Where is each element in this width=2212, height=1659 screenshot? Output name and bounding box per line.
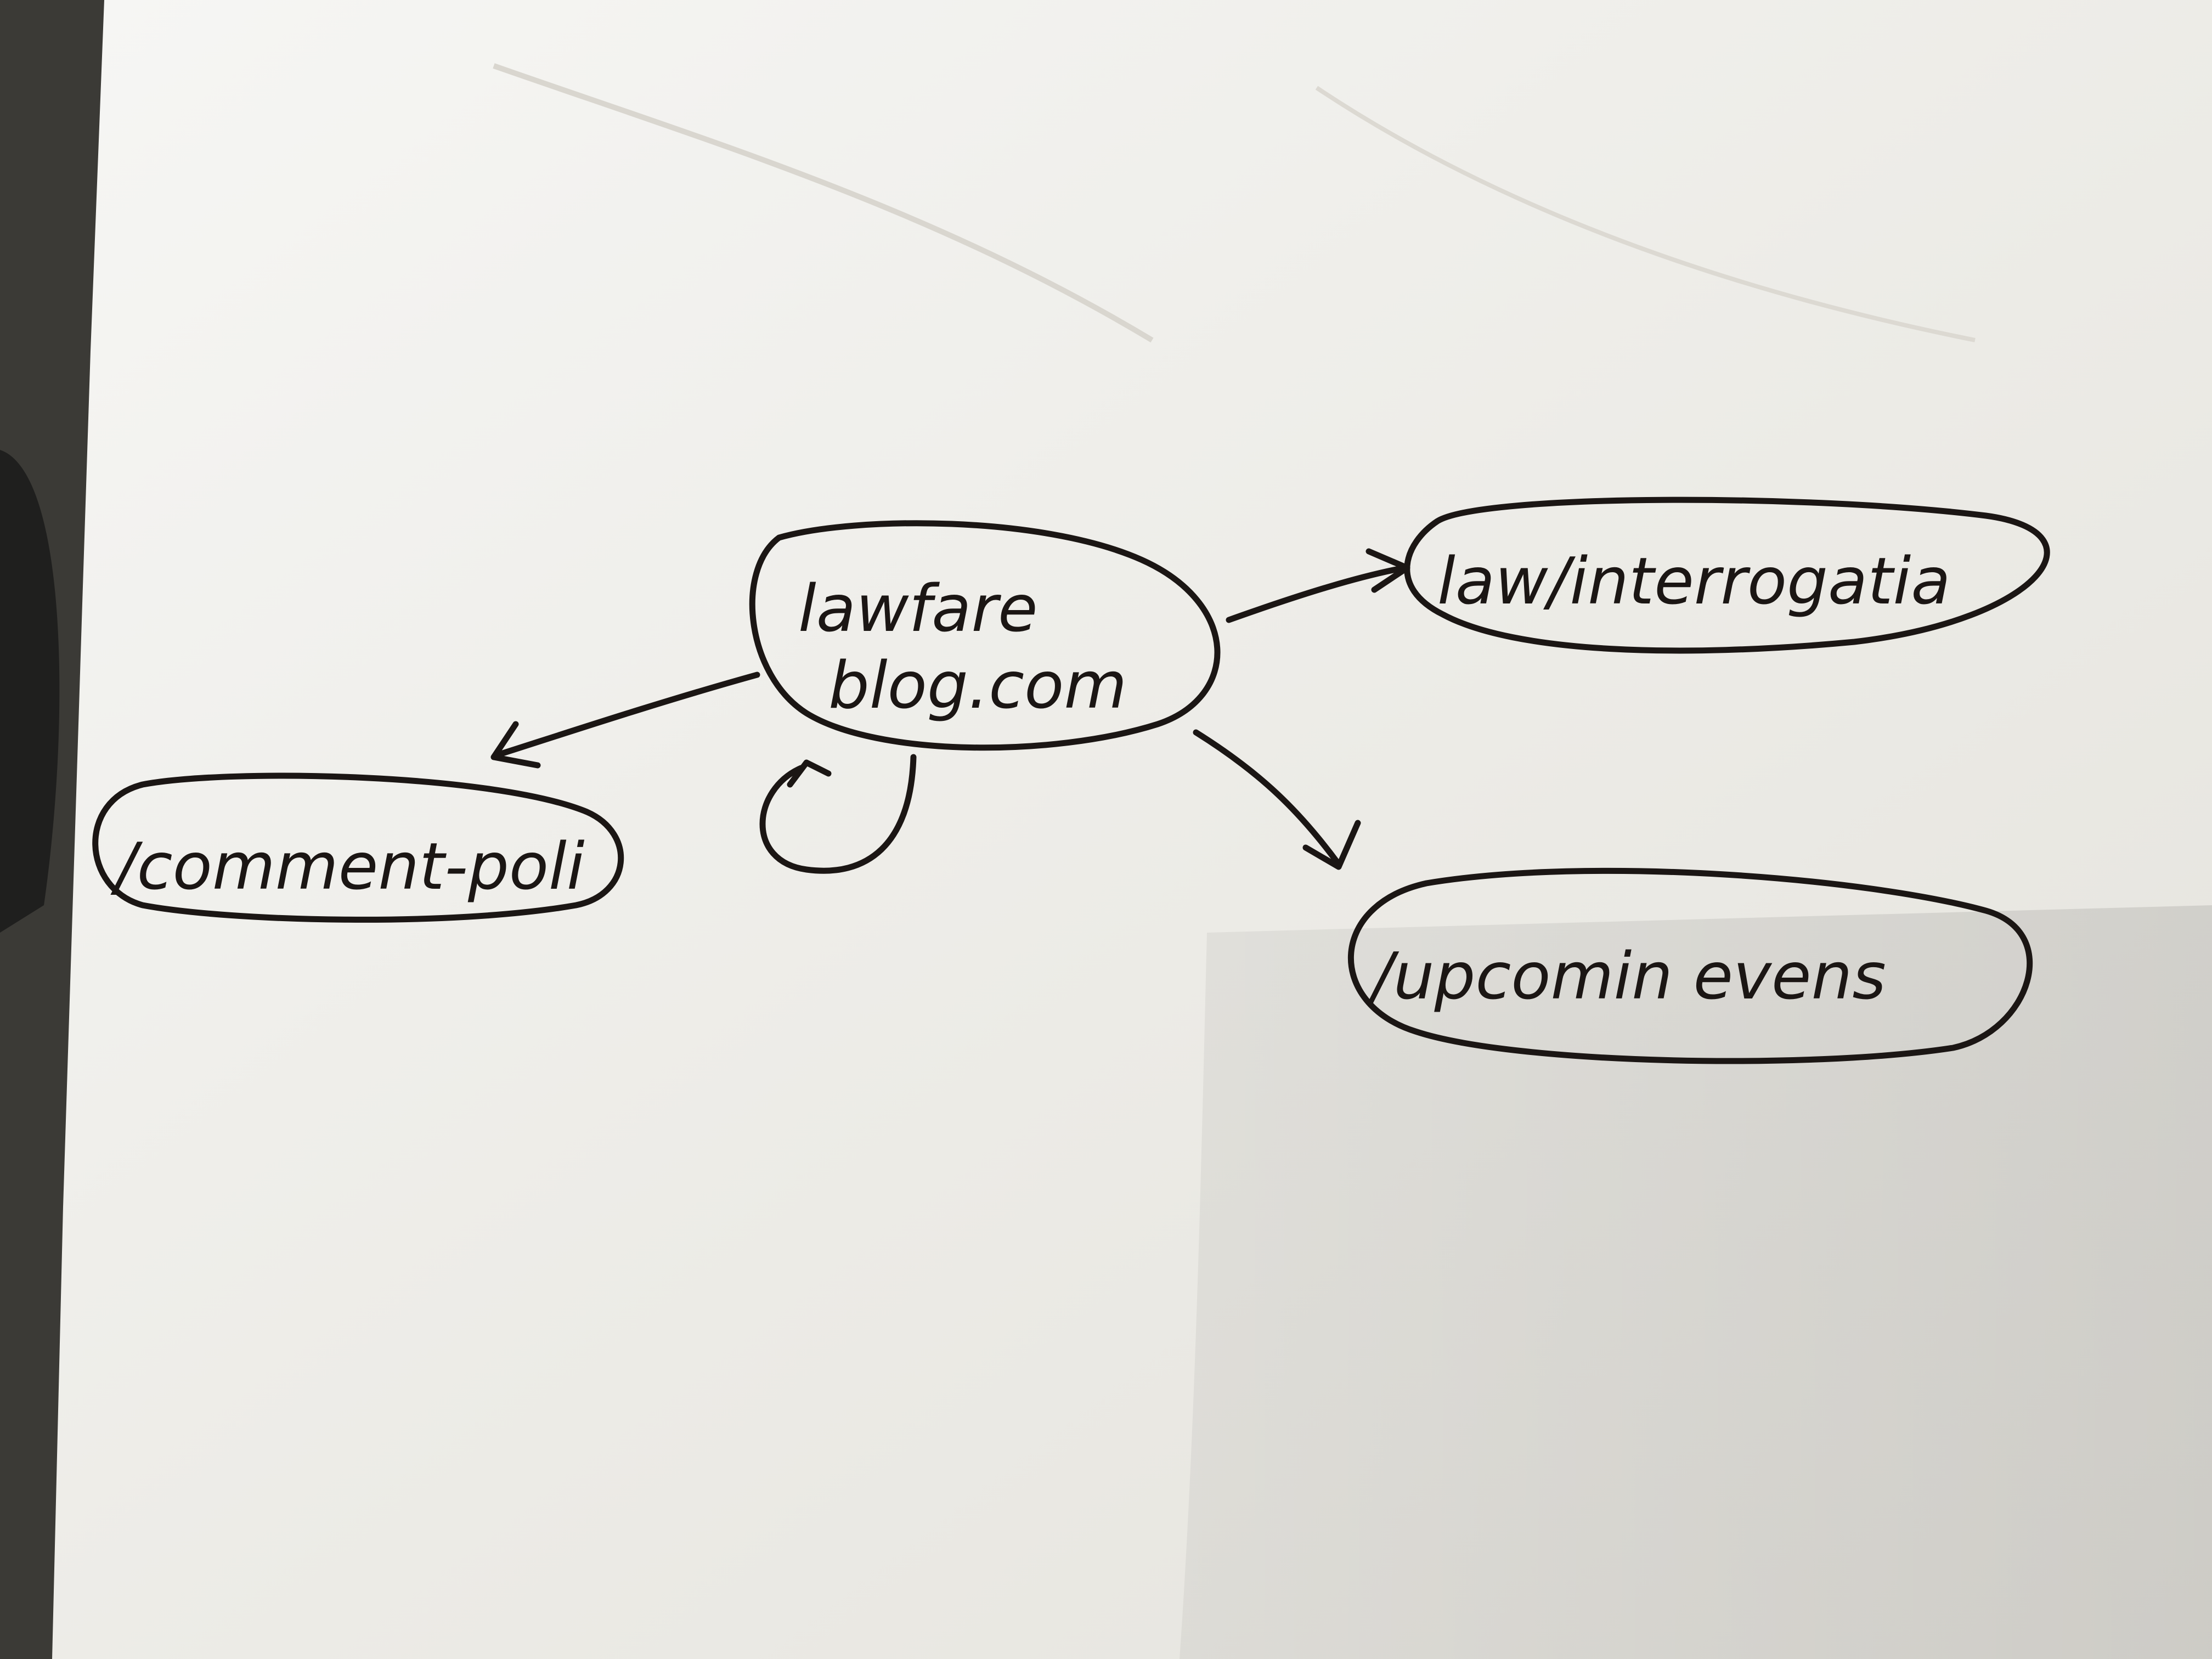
- node-upcoming-events: /upcomin evens: [1348, 867, 2033, 1064]
- node-root: lawfare blog.com: [749, 520, 1221, 751]
- edge-root-to-upcoming-events: [1193, 729, 1361, 870]
- arrow-head: [1302, 820, 1361, 870]
- node-label: blog.com: [828, 647, 1127, 723]
- paper-crease: [493, 63, 1154, 343]
- paper-crease: [1315, 86, 1976, 342]
- node-label: lawfare: [798, 571, 1038, 646]
- edge-root-self-loop: [759, 754, 917, 874]
- node-label: /comment-poli: [110, 828, 585, 904]
- node-outline: [1404, 496, 2050, 654]
- edge-root-to-comment-policy: [490, 672, 760, 769]
- arrow-head: [787, 759, 832, 788]
- node-label: law/interrogatia: [1437, 543, 1951, 619]
- edge-line: [1193, 729, 1342, 867]
- arrow-head: [490, 721, 541, 769]
- dark-object: [0, 450, 60, 933]
- node-outline: [749, 520, 1221, 751]
- hand-shadow: [1180, 905, 2212, 1659]
- arrow-head: [1365, 548, 1410, 593]
- edge-line: [496, 672, 760, 758]
- node-outline: [1348, 867, 2033, 1064]
- node-comment-policy: /comment-poli: [92, 772, 624, 923]
- edge-line: [1226, 565, 1408, 623]
- edge-root-to-law-interrogation: [1226, 548, 1410, 623]
- edge-line: [759, 754, 917, 874]
- node-outline: [92, 772, 624, 923]
- node-law-interrogation: law/interrogatia: [1404, 496, 2050, 654]
- node-label: /upcomin evens: [1367, 938, 1886, 1014]
